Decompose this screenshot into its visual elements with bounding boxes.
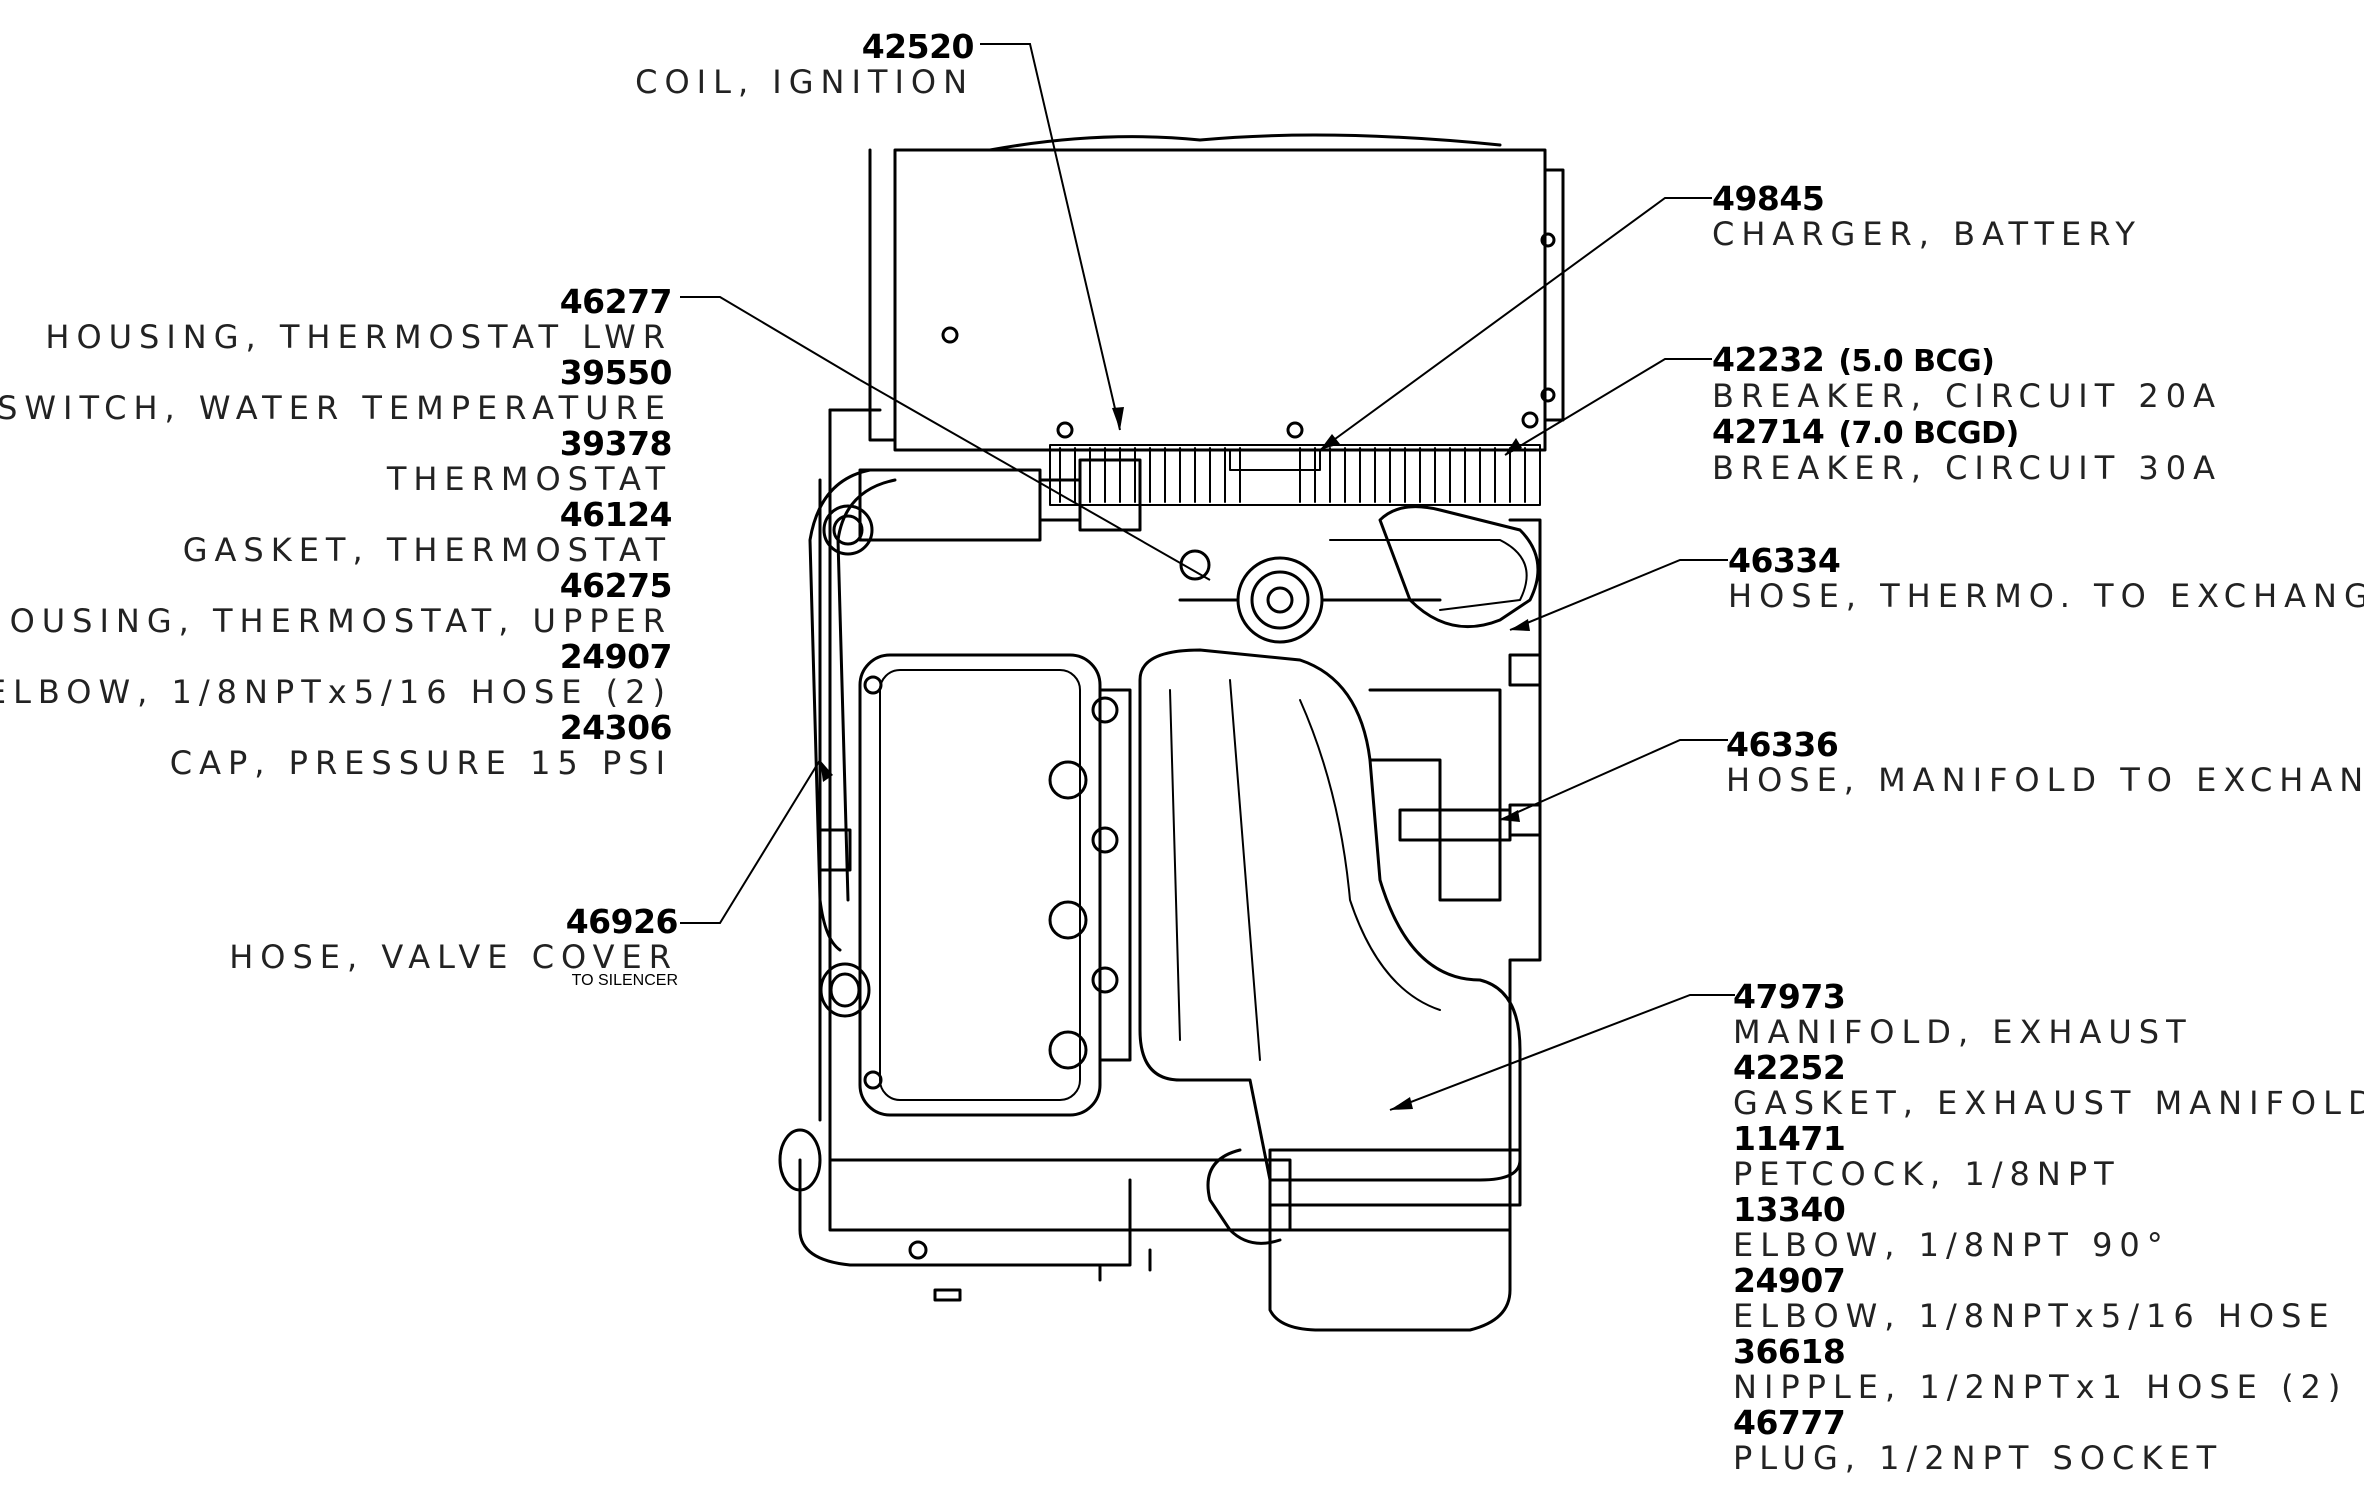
part-description: SWITCH, WATER TEMPERATURE (0, 389, 672, 427)
part-description: PLUG, 1/2NPT SOCKET (1733, 1439, 2224, 1477)
leader-hose-manifold (1499, 739, 1728, 821)
callout-entry: 39378 THERMOSTAT (0, 424, 673, 498)
part-description: HOUSING, THERMOSTAT, UPPER (0, 602, 672, 640)
part-number: 47973 (1733, 977, 1846, 1016)
part-number: 24907 (1733, 1261, 1846, 1300)
callout-group-breakers: 42232 (5.0 BCG) BREAKER, CIRCUIT 20A 4271… (1712, 343, 2222, 487)
part-number: 46277 (559, 282, 673, 321)
part-number: 46124 (559, 495, 673, 534)
callout-entry: 46777 PLUG, 1/2NPT SOCKET (1733, 1406, 2364, 1474)
part-description: GASKET, THERMOSTAT (182, 531, 672, 569)
callout-valve-hose: 46926 HOSE, VALVE COVER TO SILENCER (229, 905, 678, 989)
part-number: 46275 (559, 566, 673, 605)
callout-hose-thermo: 46334 HOSE, THERMO. TO EXCHANGER (1728, 544, 2364, 612)
leader-valve-hose (680, 759, 821, 924)
leader-hose-thermo (1509, 559, 1728, 631)
callout-entry: 46275 HOUSING, THERMOSTAT, UPPER (0, 569, 672, 637)
part-number: 46926 (565, 902, 679, 941)
part-description: ELBOW, 1/8NPT 90° (1733, 1226, 2170, 1264)
part-description: ELBOW, 1/8NPTx5/16 HOSE (2) (0, 673, 672, 711)
charger-housing (868, 133, 1565, 452)
exhaust-manifold (1091, 648, 1542, 1182)
leader-lines (680, 43, 1735, 1111)
thermostat-housing (822, 458, 1540, 644)
model-suffix: (7.0 BCGD) (1838, 416, 2019, 451)
callout-entry: 46124 GASKET, THERMOSTAT (0, 495, 673, 569)
callout-entry: 13340 ELBOW, 1/8NPT 90° (1733, 1193, 2364, 1261)
part-number: 42232 (1712, 340, 1825, 379)
callout-entry: 24306 CAP, PRESSURE 15 PSI (0, 708, 673, 782)
valve-cover-hose (808, 468, 897, 952)
callout-entry: 47973 MANIFOLD, EXHAUST (1733, 980, 2364, 1048)
callout-group-right: 47973 MANIFOLD, EXHAUST 42252 GASKET, EX… (1733, 980, 2364, 1477)
callout-entry: 42252 GASKET, EXHAUST MANIFOLD (1733, 1051, 2364, 1119)
callout-entry: 36618 NIPPLE, 1/2NPTx1 HOSE (2) (1733, 1335, 2364, 1403)
part-number: 11471 (1733, 1119, 1846, 1158)
part-number: 39378 (559, 424, 673, 463)
callout-charger: 49845 CHARGER, BATTERY (1712, 182, 2142, 250)
part-number: 39550 (559, 353, 673, 392)
leader-coil (980, 43, 1121, 431)
part-description: CHARGER, BATTERY (1712, 215, 2142, 253)
part-number: 24306 (559, 708, 673, 747)
cooling-fins (1049, 444, 1541, 506)
part-number: 42520 (861, 27, 975, 66)
part-number: 13340 (1733, 1190, 1846, 1229)
part-description: CAP, PRESSURE 15 PSI (169, 744, 672, 782)
part-number: 46334 (1728, 541, 1841, 580)
callout-entry: 42232 (5.0 BCG) BREAKER, CIRCUIT 20A (1712, 343, 2222, 412)
callout-entry: 24907 ELBOW, 1/8NPTx5/16 HOSE (2) (0, 640, 672, 708)
callout-entry: 42714 (7.0 BCGD) BREAKER, CIRCUIT 30A (1712, 415, 2222, 484)
leader-housing-lwr (680, 296, 861, 381)
part-number: 46777 (1733, 1403, 1846, 1442)
part-number: 42714 (1712, 412, 1825, 451)
part-description: HOSE, THERMO. TO EXCHANGER (1728, 577, 2364, 615)
callout-entry: 24907 ELBOW, 1/8NPTx5/16 HOSE (1733, 1264, 2364, 1332)
engine-block (818, 408, 1542, 1232)
part-number: 24907 (559, 637, 673, 676)
callout-group-left: 46277 HOUSING, THERMOSTAT LWR 39550 SWIT… (0, 285, 672, 782)
leader-arrowheads (820, 407, 1530, 1110)
callout-coil: 42520 COIL, IGNITION (635, 30, 974, 98)
part-number: 42252 (1733, 1048, 1846, 1087)
part-description: GASKET, EXHAUST MANIFOLD (1733, 1084, 2364, 1122)
callout-hose-manifold: 46336 HOSE, MANIFOLD TO EXCHANGER (1726, 728, 2364, 796)
callout-entry: 11471 PETCOCK, 1/8NPT (1733, 1122, 2364, 1190)
part-number: 46336 (1726, 725, 1839, 764)
leader-exhaust (1389, 994, 1735, 1111)
part-description: BREAKER, CIRCUIT 30A (1712, 449, 2223, 487)
part-number: 36618 (1733, 1332, 1846, 1371)
part-description: NIPPLE, 1/2NPTx1 HOSE (2) (1733, 1368, 2348, 1406)
model-suffix: (5.0 BCG) (1838, 344, 1995, 379)
leader-breaker (1504, 358, 1712, 456)
part-description: THERMOSTAT (386, 460, 672, 498)
part-number: 49845 (1712, 179, 1825, 218)
part-description: MANIFOLD, EXHAUST (1733, 1013, 2193, 1051)
callout-entry: 46277 HOUSING, THERMOSTAT LWR (0, 285, 672, 353)
callout-entry: 39550 SWITCH, WATER TEMPERATURE (0, 356, 672, 424)
part-description: BREAKER, CIRCUIT 20A (1712, 377, 2223, 415)
part-description-cont: TO SILENCER (571, 972, 678, 989)
exhaust-silencer (778, 962, 1522, 1332)
part-description: HOSE, MANIFOLD TO EXCHANGER (1726, 761, 2364, 799)
part-description: ELBOW, 1/8NPTx5/16 HOSE (1733, 1297, 2336, 1335)
leader-thermostat-extra (859, 379, 1211, 581)
part-description: PETCOCK, 1/8NPT (1733, 1155, 2121, 1193)
part-description: HOSE, VALVE COVER (229, 938, 678, 976)
leader-charger (1319, 197, 1712, 451)
part-description: COIL, IGNITION (635, 63, 974, 101)
part-description: HOUSING, THERMOSTAT LWR (45, 318, 672, 356)
